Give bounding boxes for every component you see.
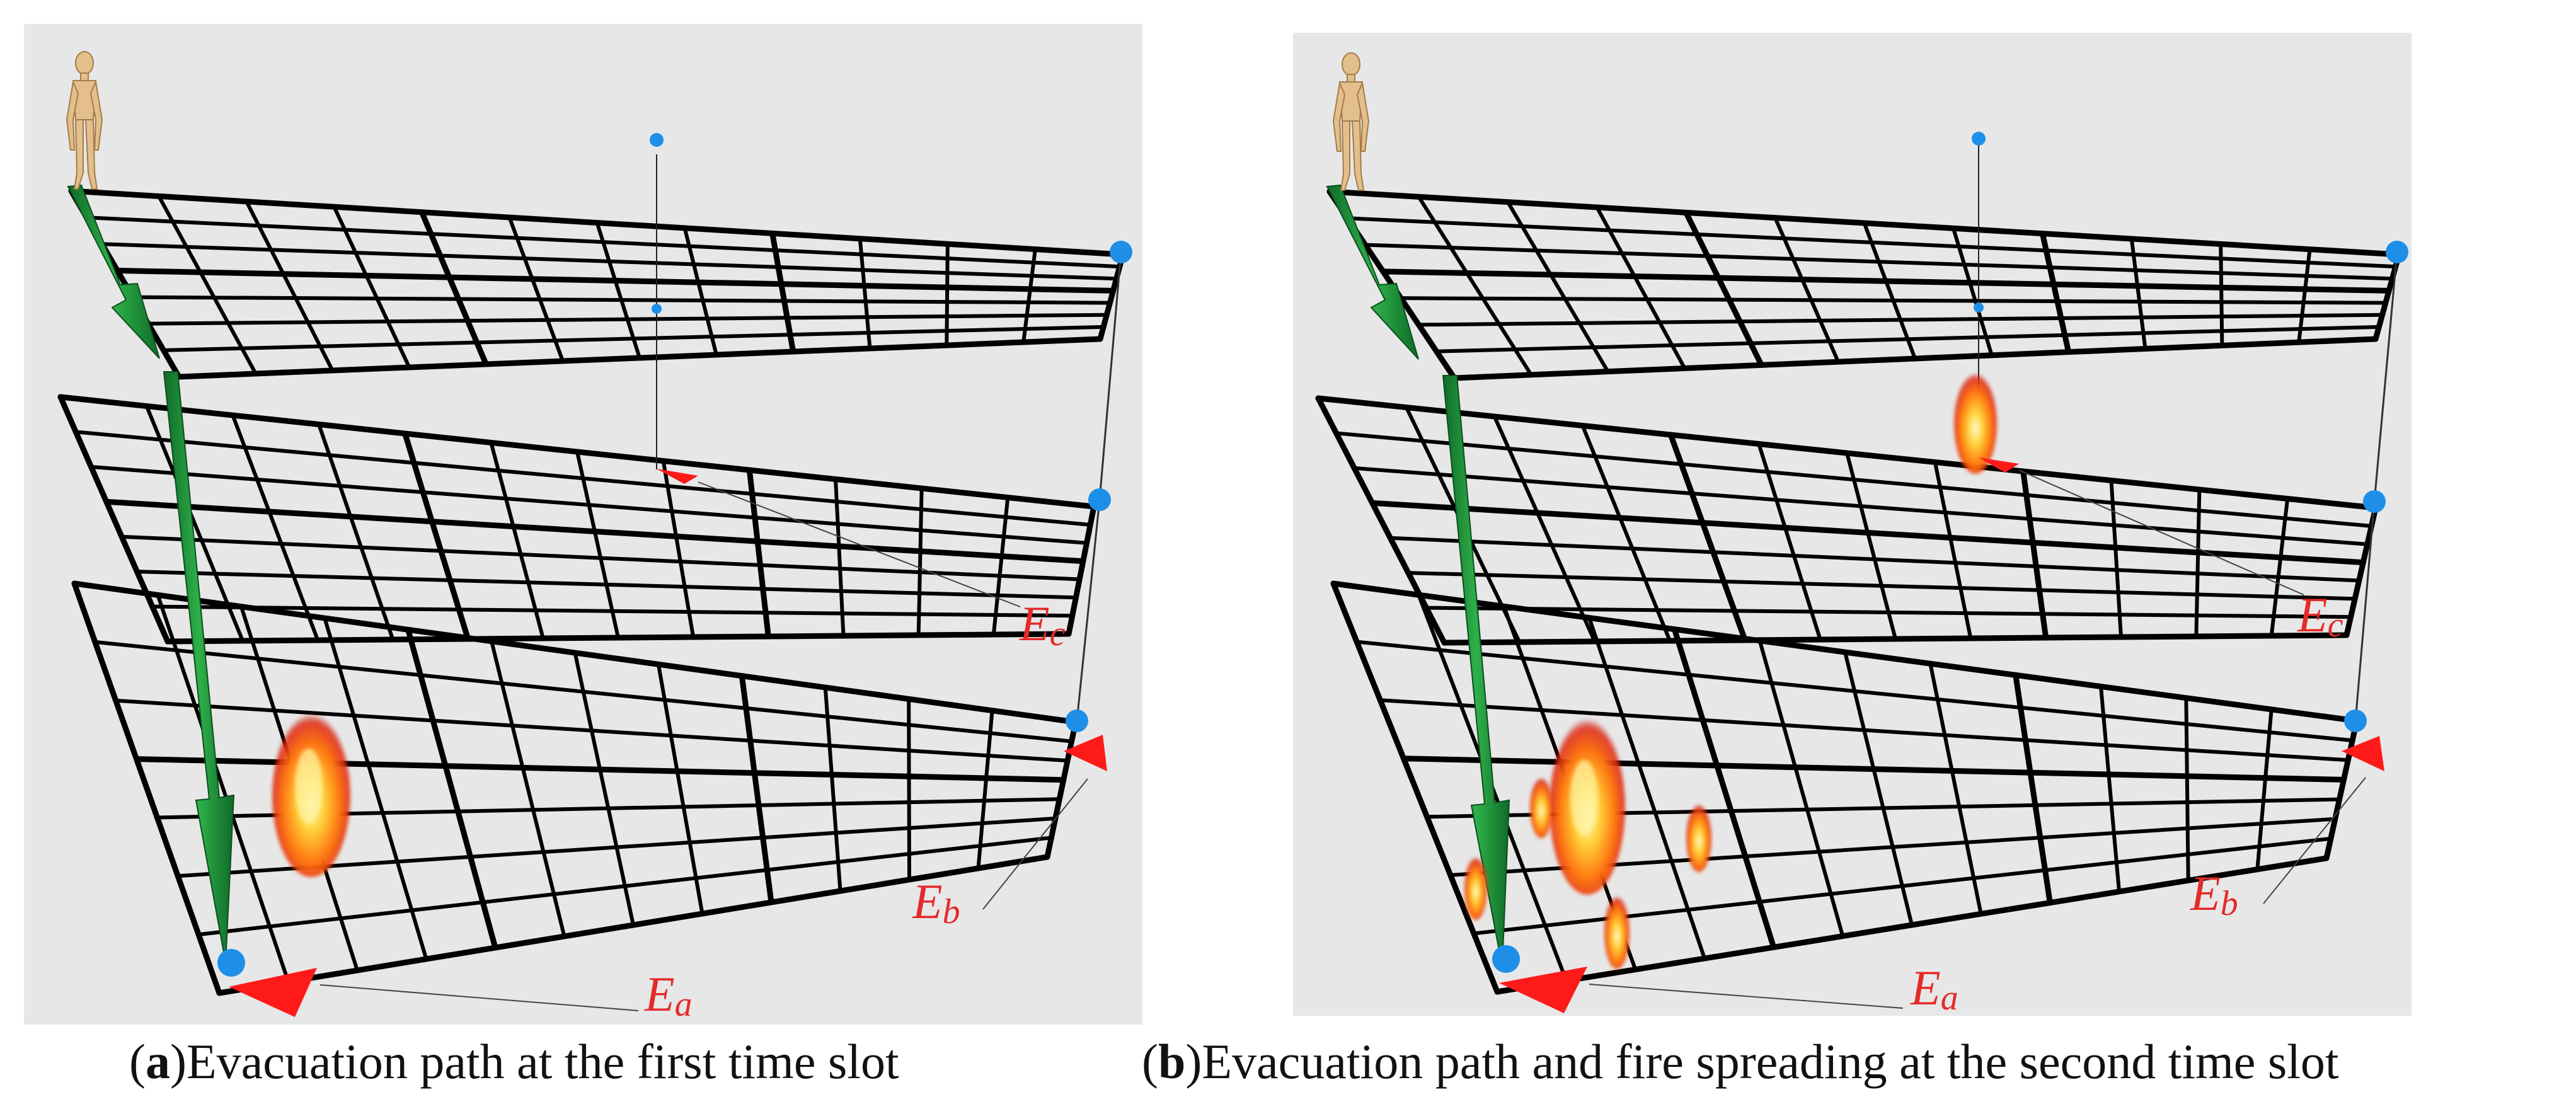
path-arrow-1 (67, 184, 160, 359)
mannequin-figure (66, 51, 103, 190)
node-c-mid (652, 304, 662, 314)
small-fire-right (1686, 804, 1711, 872)
node-b-mid (2363, 490, 2386, 513)
fires (272, 713, 350, 877)
small-fire-left (1530, 778, 1553, 838)
nodes (217, 133, 1132, 977)
evacuation-path (67, 184, 235, 963)
node-b-bottom (1066, 710, 1088, 732)
panel-b: Ea Eb Ec (1293, 33, 2412, 1016)
caption-a: (a)Evacuation path at the first time slo… (129, 1034, 899, 1089)
upper-floor-fire (1954, 373, 1997, 474)
caption-b-letter: b (1158, 1034, 1186, 1089)
panel-b-scene: Ea Eb Ec (1315, 52, 2408, 1016)
exit-a-marker (1499, 967, 1587, 1013)
path-arrow-1 (1326, 184, 1419, 360)
link-b-mid (1076, 499, 1101, 721)
small-fire-bottom (1604, 896, 1630, 969)
link-b-top (1098, 251, 1122, 500)
label-eb: Eb (2190, 866, 2238, 923)
caption-a-letter: a (145, 1034, 170, 1089)
node-c-top (650, 133, 664, 147)
exits (1499, 457, 2384, 1013)
leader-lines (1589, 469, 2366, 1009)
exit-a-marker (229, 968, 317, 1017)
exit-b-marker (2342, 736, 2384, 771)
evacuation-path (1326, 184, 1510, 967)
label-eb: Eb (912, 874, 960, 931)
nodes (1492, 132, 2408, 973)
node-a-bottom (217, 949, 245, 977)
node-a-bottom (1492, 945, 1520, 973)
mannequin-figure (1332, 52, 1370, 191)
floor-1-grid (1326, 188, 2402, 381)
path-arrow-2 (163, 371, 235, 963)
label-ea: Ea (644, 967, 693, 1024)
link-b-mid (2354, 501, 2376, 721)
panel-a: Ea Eb Ec (24, 24, 1142, 1025)
path-arrow-2 (1442, 375, 1510, 967)
node-b-top (1110, 241, 1132, 263)
node-b-top (2386, 241, 2408, 263)
exit-c-marker (657, 469, 698, 484)
panel-a-scene: Ea Eb Ec (57, 51, 1132, 1024)
node-c-top (1972, 132, 1986, 146)
node-c-mid (1974, 302, 1984, 313)
label-ec: Ec (1019, 596, 1066, 653)
floor-2-grid (57, 394, 1097, 645)
leader-lines (319, 481, 1088, 1011)
exit-b-marker (1064, 735, 1107, 771)
floor-1-grid (68, 188, 1126, 380)
small-fire-edge (1464, 857, 1487, 920)
node-b-bottom (2344, 710, 2367, 732)
fires (1464, 373, 1997, 969)
exit-labels: Ea Eb Ec (644, 596, 1066, 1024)
node-b-mid (1088, 488, 1111, 511)
caption-b: (b)Evacuation path and fire spreading at… (1142, 1034, 2339, 1089)
exit-c-marker (1979, 457, 2019, 473)
exit-labels: Ea Eb Ec (1910, 587, 2343, 1016)
link-b-top (2373, 251, 2398, 502)
exits (229, 469, 1107, 1017)
caption-b-text: Evacuation path and fire spreading at th… (1202, 1034, 2339, 1089)
caption-a-text: Evacuation path at the first time slot (186, 1034, 899, 1089)
label-ec: Ec (2297, 587, 2343, 645)
label-ea: Ea (1910, 960, 1958, 1016)
